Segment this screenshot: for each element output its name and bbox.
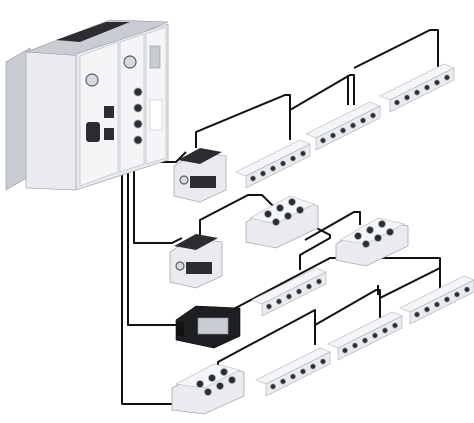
strip-socket bbox=[269, 165, 276, 172]
strip-socket bbox=[275, 298, 282, 305]
hub-module-right bbox=[335, 217, 409, 267]
port-m12-4 bbox=[133, 135, 143, 145]
controller-side bbox=[25, 37, 77, 191]
strip-socket bbox=[265, 303, 272, 310]
strip-socket bbox=[349, 122, 356, 129]
strip-socket bbox=[403, 94, 410, 101]
strip-front bbox=[315, 105, 381, 151]
io-module-gray-middle bbox=[169, 234, 223, 289]
strip-socket bbox=[413, 89, 420, 96]
port-round-1 bbox=[85, 73, 99, 87]
hub-module-middle bbox=[245, 195, 319, 249]
strip-front bbox=[245, 143, 311, 189]
strip-socket bbox=[279, 160, 286, 167]
port-rj-2 bbox=[104, 128, 114, 140]
strip-front bbox=[261, 271, 327, 317]
strip-socket bbox=[443, 74, 450, 81]
sensor-strip-1 bbox=[235, 139, 311, 189]
strip-socket bbox=[351, 342, 358, 349]
strip-socket bbox=[289, 373, 296, 380]
sensor-strips bbox=[235, 63, 474, 397]
strip-socket bbox=[381, 327, 388, 334]
port-m12-1 bbox=[133, 87, 143, 97]
hub-module-bottom bbox=[171, 363, 245, 415]
cable-strip1-to-strip2 bbox=[289, 74, 355, 111]
cable-io-middle-to-hub-a bbox=[199, 194, 273, 238]
strip-socket bbox=[443, 296, 450, 303]
cable-strip-row3-to-right bbox=[379, 267, 441, 299]
strip-socket bbox=[371, 332, 378, 339]
sensor-strip-3 bbox=[379, 63, 455, 113]
strip-socket bbox=[391, 322, 398, 329]
strip-socket bbox=[433, 301, 440, 308]
strip-socket bbox=[249, 175, 256, 182]
io-module-gray-top bbox=[173, 148, 227, 203]
strip-front bbox=[265, 351, 331, 397]
sensor-strip-6 bbox=[255, 347, 331, 397]
port-rj-1 bbox=[104, 106, 114, 118]
strip-socket bbox=[279, 378, 286, 385]
cable-io-top-to-strip-1 bbox=[195, 94, 291, 148]
strip-socket bbox=[315, 278, 322, 285]
strip-socket bbox=[463, 286, 470, 293]
io-module-black bbox=[175, 305, 241, 349]
port-sub-d bbox=[86, 122, 100, 142]
port-m12-3 bbox=[133, 119, 143, 129]
strip-socket bbox=[423, 84, 430, 91]
sensor-strip-5 bbox=[399, 275, 474, 325]
strip-socket bbox=[319, 137, 326, 144]
strip-socket bbox=[361, 337, 368, 344]
strip-socket bbox=[423, 306, 430, 313]
strip-socket bbox=[299, 150, 306, 157]
strip-socket bbox=[299, 368, 306, 375]
strip-socket bbox=[359, 117, 366, 124]
cable-io-black-to-strips bbox=[227, 257, 441, 313]
strip-socket bbox=[433, 79, 440, 86]
strip-socket bbox=[319, 358, 326, 365]
controller-top-dark bbox=[56, 22, 130, 42]
sensor-strip-2 bbox=[305, 101, 381, 151]
strip-socket bbox=[453, 291, 460, 298]
strip-socket bbox=[305, 283, 312, 290]
strip-top bbox=[399, 275, 474, 313]
cable-hub-bottom-to-strip-row3 bbox=[314, 289, 381, 326]
strip-socket bbox=[329, 132, 336, 139]
strip-front bbox=[389, 67, 455, 113]
sensor-strip-7 bbox=[327, 311, 403, 361]
status-leds bbox=[149, 45, 161, 69]
strip-front bbox=[337, 315, 403, 361]
strip-socket bbox=[309, 363, 316, 370]
controller-module-2 bbox=[119, 33, 145, 173]
strip-socket bbox=[339, 127, 346, 134]
strip-socket bbox=[289, 155, 296, 162]
controller-cpx-terminal bbox=[5, 19, 169, 191]
port-round-2 bbox=[123, 55, 137, 69]
port-m12-2 bbox=[133, 103, 143, 113]
strip-socket bbox=[295, 288, 302, 295]
strip-socket bbox=[369, 112, 376, 119]
strip-front bbox=[409, 279, 474, 325]
strip-socket bbox=[393, 99, 400, 106]
cable-to-hub-b bbox=[304, 211, 361, 241]
cable-strip2-to-strip3 bbox=[353, 29, 439, 75]
controller-label bbox=[149, 99, 163, 131]
strip-socket bbox=[341, 347, 348, 354]
strip-socket bbox=[285, 293, 292, 300]
strip-socket bbox=[259, 170, 266, 177]
strip-socket bbox=[413, 311, 420, 318]
strip-socket bbox=[269, 383, 276, 390]
sensor-strip-4 bbox=[251, 267, 327, 317]
